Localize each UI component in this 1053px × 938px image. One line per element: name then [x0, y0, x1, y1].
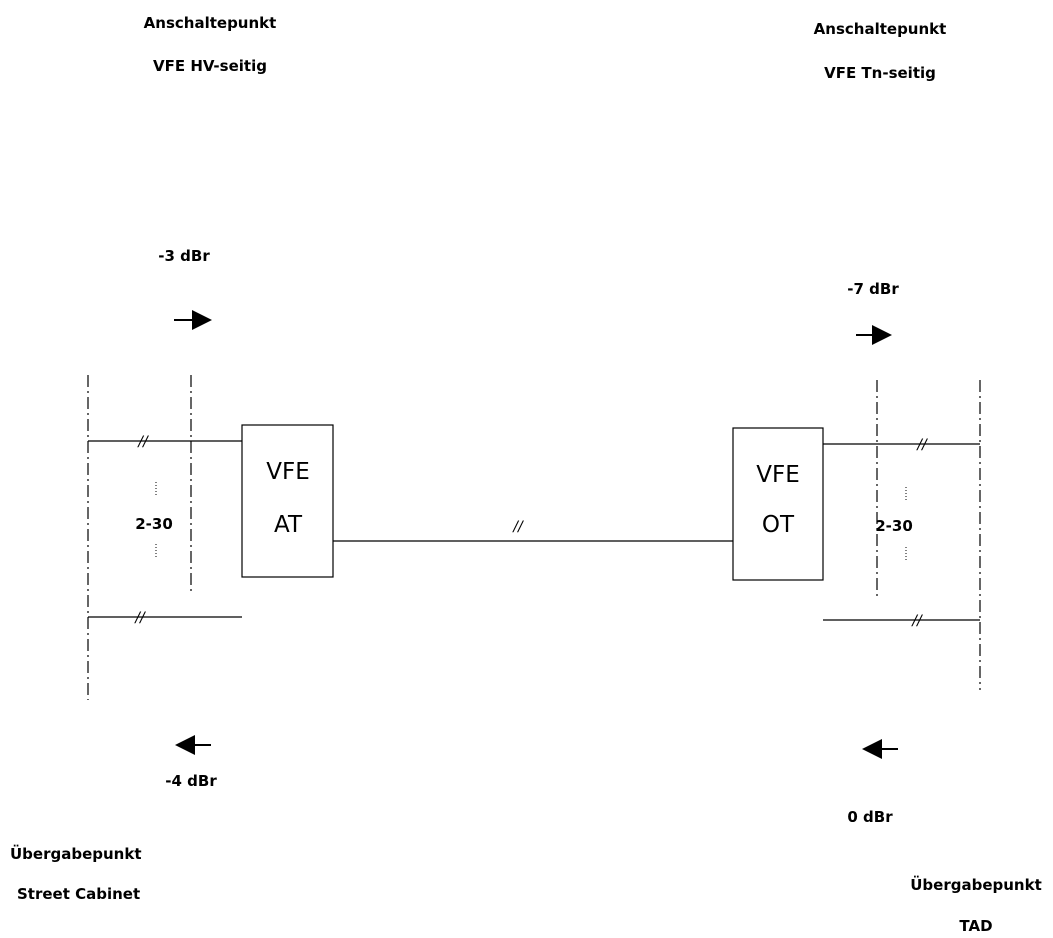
- label-uebergabepunkt-left-title: Übergabepunkt: [10, 844, 142, 863]
- channel-range-right: 2-30: [875, 517, 913, 535]
- line-mark-right-top: //: [915, 437, 928, 453]
- line-mark-left-top: //: [136, 434, 149, 450]
- line-mark-right-bottom: //: [910, 613, 923, 629]
- vfe-ot-label-top: VFE: [756, 462, 800, 488]
- label-uebergabepunkt-right-title: Übergabepunkt: [910, 875, 1042, 894]
- label-anschaltepunkt-tn-title: Anschaltepunkt: [814, 20, 947, 38]
- vfe-at-label-top: VFE: [266, 459, 310, 485]
- channel-range-left: 2-30: [135, 515, 173, 533]
- level-left-lower: -4 dBr: [165, 772, 217, 790]
- line-mark-left-bottom: //: [133, 610, 146, 626]
- arrow-right-upper-left-icon: [174, 310, 212, 330]
- vfe-ot-label-bottom: OT: [762, 512, 795, 538]
- level-right-upper: -7 dBr: [847, 280, 899, 298]
- label-anschaltepunkt-hv-title: Anschaltepunkt: [144, 14, 277, 32]
- label-anschaltepunkt-tn-subtitle: VFE Tn-seitig: [824, 64, 936, 82]
- arrow-left-lower-right-icon: [862, 739, 898, 759]
- level-right-lower: 0 dBr: [847, 808, 893, 826]
- label-anschaltepunkt-hv-subtitle: VFE HV-seitig: [153, 57, 267, 75]
- level-left-upper: -3 dBr: [158, 247, 210, 265]
- vfe-at-box: [241, 424, 334, 578]
- vfe-at-label-bottom: AT: [274, 512, 303, 538]
- label-tad: TAD: [959, 917, 992, 935]
- label-street-cabinet: Street Cabinet: [17, 885, 140, 903]
- link-mark: //: [511, 519, 524, 535]
- arrow-right-upper-right-icon: [856, 325, 892, 345]
- vfe-ot-box: [732, 427, 824, 581]
- arrow-left-lower-left-icon: [175, 735, 211, 755]
